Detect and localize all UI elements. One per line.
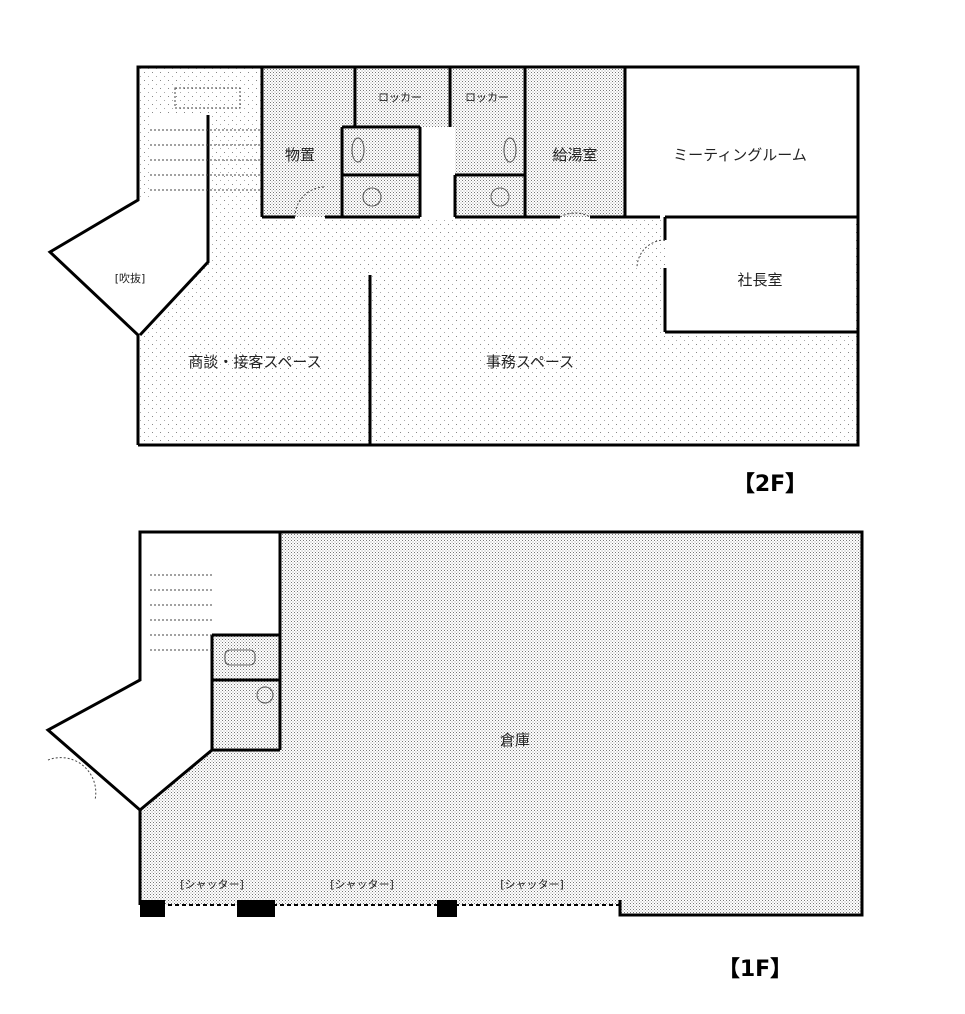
room-label-locker: ロッカー [465, 91, 509, 104]
room-label-storage: 物置 [285, 146, 315, 164]
door-swing-icon [47, 757, 97, 801]
outer-wall-1f [45, 530, 864, 917]
door-swing-icon [636, 239, 666, 269]
shutter-label: [シャッター] [330, 878, 394, 891]
floor-2f: 物置 ロッカー ロッカー 給湯室 ミーティングルーム 社長室 商談・接客スペース… [47, 65, 860, 497]
room-label-reception-space: 商談・接客スペース [188, 353, 321, 371]
floor-title-2f: 【2F】 [733, 472, 807, 497]
room-label-kitchenette: 給湯室 [552, 146, 597, 164]
pillar [237, 900, 275, 917]
room-label-atrium: [吹抜] [115, 271, 146, 285]
washbasin-icon [224, 649, 256, 666]
toilet-icon [490, 187, 510, 207]
pillar [437, 900, 457, 917]
room-label-meeting-room: ミーティングルーム [673, 146, 807, 164]
meeting-room [625, 67, 858, 217]
warehouse-area [140, 532, 862, 915]
washbasin-icon [503, 137, 517, 163]
pillar [140, 900, 165, 917]
room-label-locker: ロッカー [378, 91, 422, 104]
door-swing-icon [559, 212, 591, 218]
floor-1f: 倉庫 [シャッター] [シャッター] [シャッター] 【1F】 [45, 530, 864, 982]
door-swing-icon [294, 186, 326, 218]
room-label-office-space: 事務スペース [486, 353, 574, 371]
toilet-icon [256, 686, 274, 704]
outer-wall-2f [47, 65, 860, 447]
floor-title-1f: 【1F】 [718, 957, 792, 982]
toilet-icon [362, 187, 382, 207]
washbasin-icon [351, 137, 365, 163]
shutter-label: [シャッター] [500, 878, 564, 891]
room-label-president-office: 社長室 [737, 271, 782, 289]
room-label-warehouse: 倉庫 [500, 731, 530, 749]
atrium [50, 115, 208, 335]
shutter-label: [シャッター] [180, 878, 244, 891]
president-office [665, 217, 855, 332]
staircase-2f [150, 87, 262, 191]
